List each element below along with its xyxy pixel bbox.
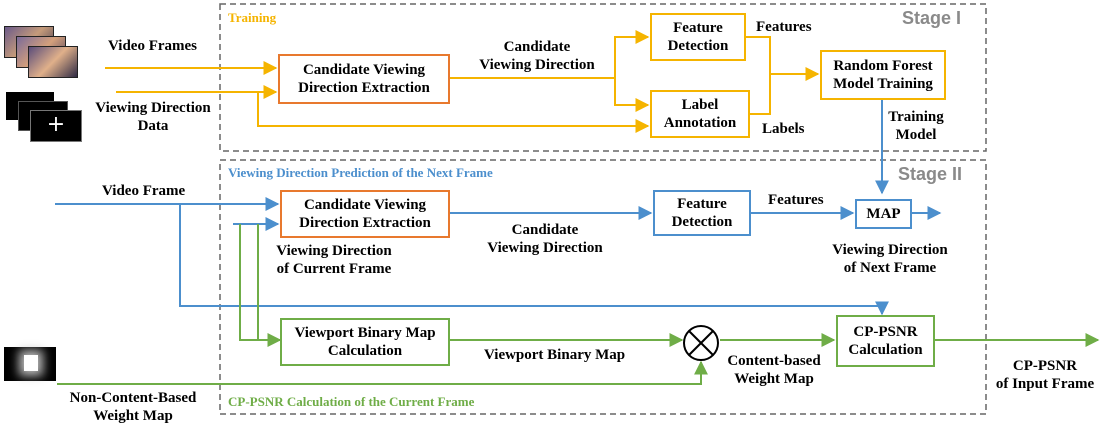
label-cp-psnr-output: CP-PSNR of Input Frame	[995, 358, 1095, 392]
split-to-label-annotation	[614, 78, 650, 112]
cvde-box-pred: Candidate Viewing Direction Extraction	[280, 190, 450, 238]
vd-data-to-label-arrow	[257, 92, 650, 133]
non-content-to-multiply	[57, 360, 708, 385]
label-labels: Labels	[762, 121, 805, 137]
multiply-node	[683, 325, 719, 361]
stage2-label: Stage II	[898, 164, 963, 184]
stage2-border	[219, 159, 987, 415]
stage1-label: Stage I	[902, 8, 962, 28]
video-frames-thumbnail	[4, 26, 84, 81]
label-candidate-vd-train: Candidate Viewing Direction	[479, 39, 595, 73]
label-content-based-weight-map: Content-based Weight Map	[727, 353, 821, 387]
label-features-pred: Features	[768, 192, 824, 208]
stage1-border	[219, 3, 987, 152]
label-training-model: Training Model	[888, 109, 944, 143]
vd-current-to-viewport	[239, 224, 282, 347]
label-vd-next-frame: Viewing Direction of Next Frame	[832, 242, 948, 276]
section-cp-psnr: CP-PSNR Calculation of the Current Frame	[228, 394, 475, 409]
video-frame-down	[179, 204, 889, 316]
label-video-frame: Video Frame	[102, 183, 186, 199]
split-to-feature-detection	[614, 30, 650, 78]
section-training: Training	[228, 10, 277, 25]
viewport-binary-map-box: Viewport Binary Map Calculation	[280, 318, 450, 366]
features-train-arrow	[745, 36, 820, 81]
labels-train-arrow	[749, 74, 771, 115]
label-candidate-vd-pred: Candidate Viewing Direction	[487, 222, 603, 256]
map-box: MAP	[855, 199, 912, 229]
feature-detection-box-train: Feature Detection	[650, 13, 746, 61]
label-non-content-weight-map: Non-Content-Based Weight Map	[69, 390, 197, 424]
label-features-train: Features	[756, 19, 812, 35]
weight-map-thumbnail	[4, 347, 56, 381]
section-prediction: Viewing Direction Prediction of the Next…	[228, 165, 493, 180]
label-video-frames: Video Frames	[108, 38, 198, 54]
label-viewing-direction-data: Viewing Direction Data	[95, 100, 211, 134]
cp-psnr-calc-box: CP-PSNR Calculation	[836, 315, 935, 367]
cvde-box-train: Candidate Viewing Direction Extraction	[278, 54, 450, 104]
label-viewport-binary-map: Viewport Binary Map	[484, 347, 626, 363]
viewing-direction-data-icon: +	[6, 92, 86, 144]
random-forest-box: Random Forest Model Training	[820, 50, 946, 100]
label-annotation-box: Label Annotation	[650, 90, 750, 138]
label-vd-current-frame: Viewing Direction of Current Frame	[276, 243, 392, 277]
feature-detection-box-pred: Feature Detection	[653, 190, 751, 236]
